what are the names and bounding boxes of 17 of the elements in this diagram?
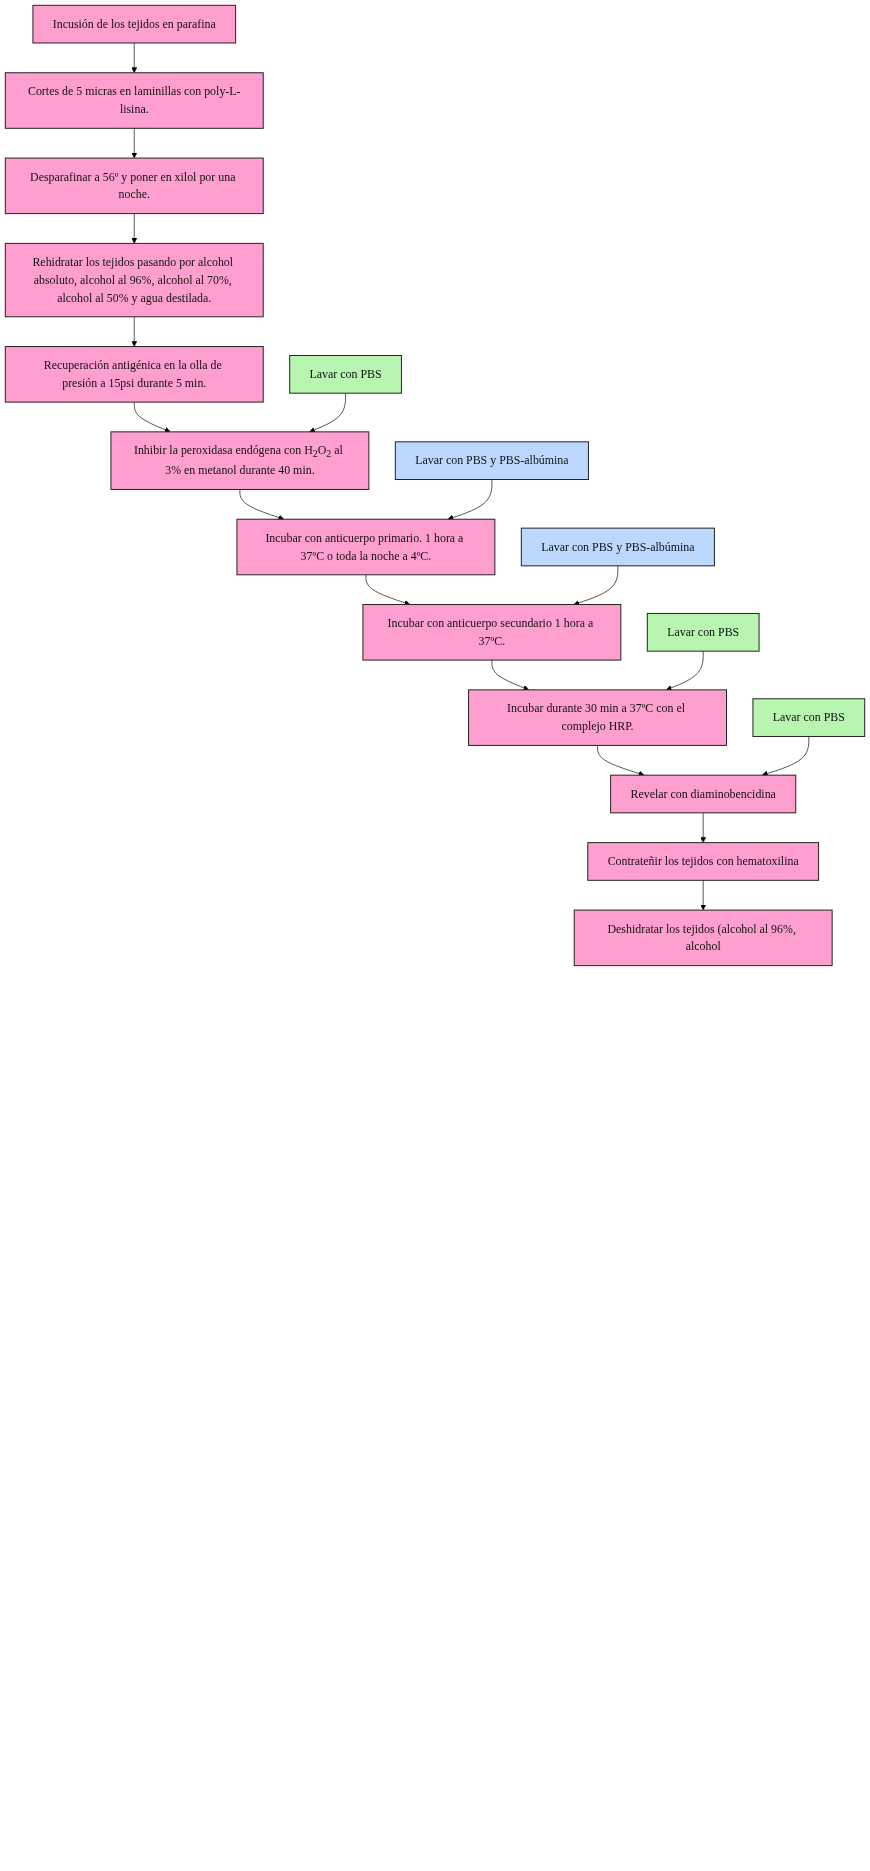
node-box: Lavar con PBS y PBS-albúmina [520,527,715,567]
node-box: Incubar con anticuerpo primario. 1 hora a 37ºC o toda la noche a 4ºC. [236,518,496,576]
node-box: Incubar durante 30 min a 37ºC con el complejo HRP. [468,689,727,746]
node-box: Rehidratar los tejidos pasando por alcohol absoluto, alcohol al 96%, alcohol al 70%, alcohol al 50% y agua destilada. [4,242,264,318]
node-box: Cortes de 5 micras en laminillas con poly-L-lisina. [4,72,264,129]
node-box: Deshidratar los tejidos (alcohol al 96%, alcohol [573,909,833,967]
node-box: Incubar con anticuerpo secundario 1 hora a 37ºC. [362,604,622,661]
node-box: Incusión de los tejidos en parafina [32,4,237,44]
node-box: Inhibir la peroxidasa endógena con H$_{2}$O$_{2}$ al 3% en metanol durante 40 min. [110,431,370,490]
node-box: Recuperación antigénica en la olla de presión a 15psi durante 5 min. [4,346,264,403]
node-box: Lavar con PBS [289,354,402,394]
node-box: Desparafinar a 56º y poner en xilol por una noche. [4,157,264,215]
node-box: Lavar con PBS [646,612,760,652]
node-box: Lavar con PBS [752,698,866,737]
node-box: Contrateñir los tejidos con hematoxilina [587,842,820,881]
node-box: Revelar con diaminobencidina [610,774,797,814]
node-box: Lavar con PBS y PBS-albúmina [394,441,589,480]
